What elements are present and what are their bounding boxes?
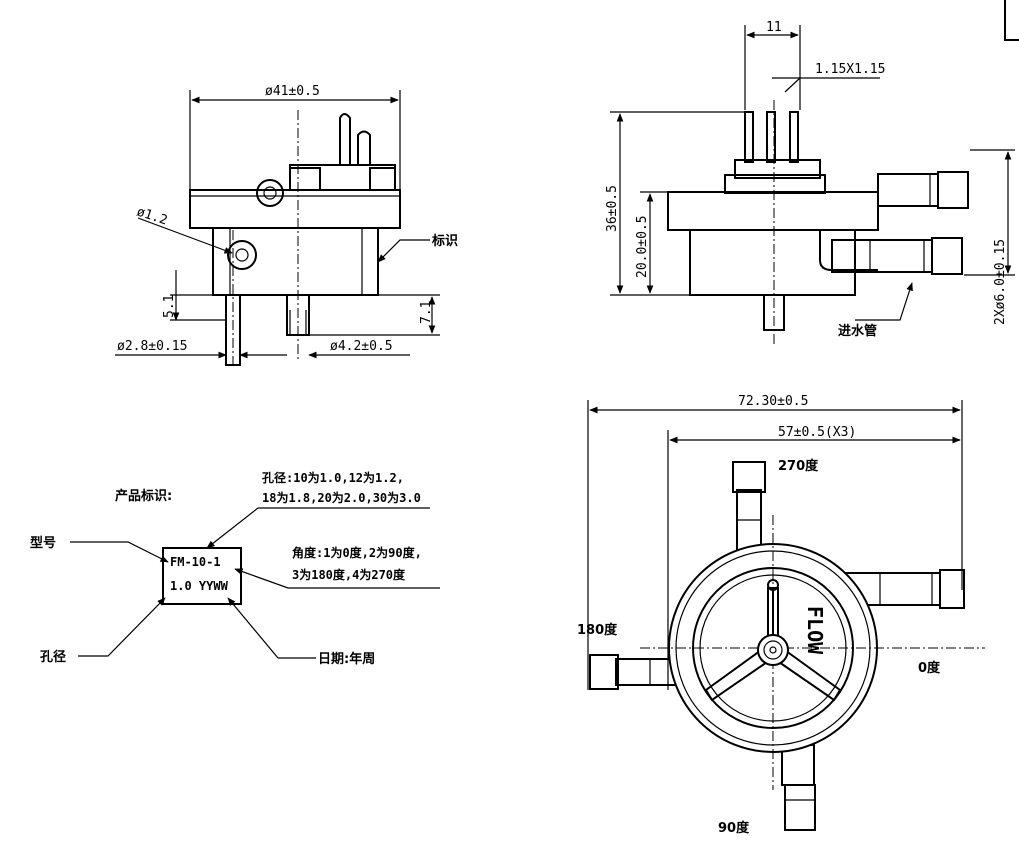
logo-flow: FLOW	[803, 606, 827, 655]
label-deg90: 90度	[718, 820, 750, 836]
label-model: 型号	[30, 535, 56, 551]
dim-dia41: ø41±0.5	[265, 84, 320, 99]
product-marking-title: 产品标识:	[115, 488, 172, 504]
label-hole-dia: 孔径	[40, 649, 66, 665]
corner-border	[1004, 0, 1019, 41]
dim-w72: 72.30±0.5	[738, 394, 808, 409]
top-view: 72.30±0.5 57±0.5(X3)	[577, 394, 985, 836]
front-view: ø41±0.5 5.1 7.1	[115, 84, 458, 368]
box-line-2: 1.0 YYWW	[170, 579, 229, 593]
marking-diagram: 产品标识: FM-10-1 1.0 YYWW 孔径:10为1.0,12为1.2,…	[30, 470, 440, 667]
hole-note-2: 18为1.8,20为2.0,30为3.0	[262, 490, 421, 505]
dim-h20: 20.0±0.5	[635, 215, 650, 278]
label-marking: 标识	[431, 233, 458, 249]
angle-note-2: 3为180度,4为270度	[292, 567, 406, 582]
dim-h36: 36±0.5	[605, 185, 620, 232]
label-inlet-pipe: 进水管	[838, 323, 877, 339]
box-line-1: FM-10-1	[170, 555, 221, 569]
dim-7-1: 7.1	[419, 301, 434, 324]
dim-5-1: 5.1	[162, 295, 177, 318]
dim-dia6: 2Xø6.0±0.15	[993, 239, 1008, 325]
dim-dia1-2: ø1.2	[135, 205, 169, 229]
side-view: 11 1.15X1.15 36±0.5 20.0±0.5	[605, 20, 1015, 345]
label-deg180: 180度	[577, 622, 618, 638]
dim-11: 11	[766, 20, 782, 35]
angle-note-1: 角度:1为0度,2为90度,	[292, 545, 422, 560]
label-deg0: 0度	[918, 660, 941, 676]
dim-dia4-2: ø4.2±0.5	[330, 339, 393, 354]
dim-dia2-8: ø2.8±0.15	[117, 339, 187, 354]
label-date: 日期:年周	[318, 651, 375, 667]
marking-box	[162, 547, 242, 605]
hole-note-1: 孔径:10为1.0,12为1.2,	[262, 470, 404, 485]
label-deg270: 270度	[778, 458, 819, 474]
dim-pin: 1.15X1.15	[815, 62, 885, 77]
dim-w57: 57±0.5(X3)	[778, 425, 856, 440]
